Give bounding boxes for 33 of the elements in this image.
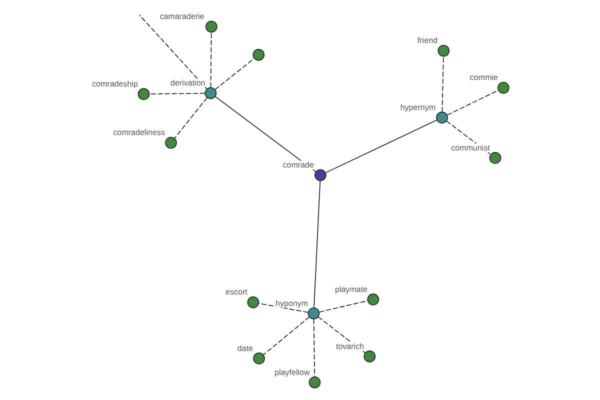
node-circle [246, 296, 259, 308]
node-circle [436, 112, 448, 124]
node-label: playfellow [274, 368, 310, 377]
connector [214, 58, 254, 90]
node-label: hypernym [400, 102, 436, 112]
node-label: camaraderie [159, 12, 204, 22]
node-label: friend [417, 36, 438, 46]
connector [324, 120, 437, 174]
node-label: commie [469, 73, 498, 82]
connector [210, 32, 212, 88]
node-label: escort [225, 288, 247, 297]
node-label: date [236, 344, 253, 353]
node-circle [252, 48, 264, 61]
node-label: comradeliness [112, 128, 164, 138]
node-circle [164, 136, 176, 149]
node-label: playmate [334, 284, 368, 294]
connector [313, 180, 320, 308]
connector [318, 300, 368, 313]
node-circle [205, 20, 217, 33]
connector [262, 316, 310, 356]
node-circle [437, 44, 450, 57]
node-circle [252, 352, 264, 364]
node-circle [497, 82, 509, 94]
node-circle [308, 376, 320, 388]
connector [148, 92, 205, 94]
connector [441, 56, 444, 112]
connector [174, 97, 207, 139]
node-circle [137, 88, 150, 100]
connector [258, 302, 308, 313]
node-circle [366, 294, 379, 306]
node-label: comradeship [92, 79, 138, 88]
connector [312, 318, 315, 377]
connector [446, 90, 498, 116]
